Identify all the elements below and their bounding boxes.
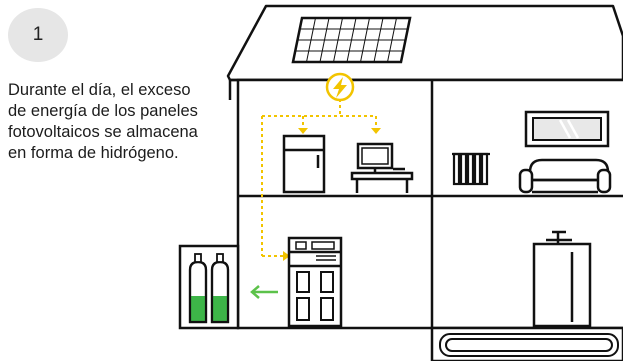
computer-desk-icon bbox=[350, 142, 414, 193]
window-icon bbox=[524, 110, 610, 148]
step-number-badge: 1 bbox=[8, 8, 68, 62]
hydrogen-electrolyzer-icon bbox=[287, 236, 343, 328]
radiator-icon bbox=[452, 152, 490, 186]
floor-heating-coil-icon bbox=[430, 326, 623, 361]
lightning-bolt-icon bbox=[325, 72, 355, 102]
hydrogen-flow-arrow bbox=[250, 285, 278, 299]
hydrogen-tanks-icon bbox=[178, 244, 240, 330]
sofa-icon bbox=[518, 158, 612, 194]
fridge-icon bbox=[282, 134, 326, 194]
step-number: 1 bbox=[32, 24, 44, 45]
step-description: Durante el día, el exceso de energía de … bbox=[8, 81, 198, 162]
water-boiler-icon bbox=[532, 230, 592, 328]
solar-panel-icon bbox=[291, 16, 412, 64]
house-roof-icon bbox=[226, 4, 623, 82]
